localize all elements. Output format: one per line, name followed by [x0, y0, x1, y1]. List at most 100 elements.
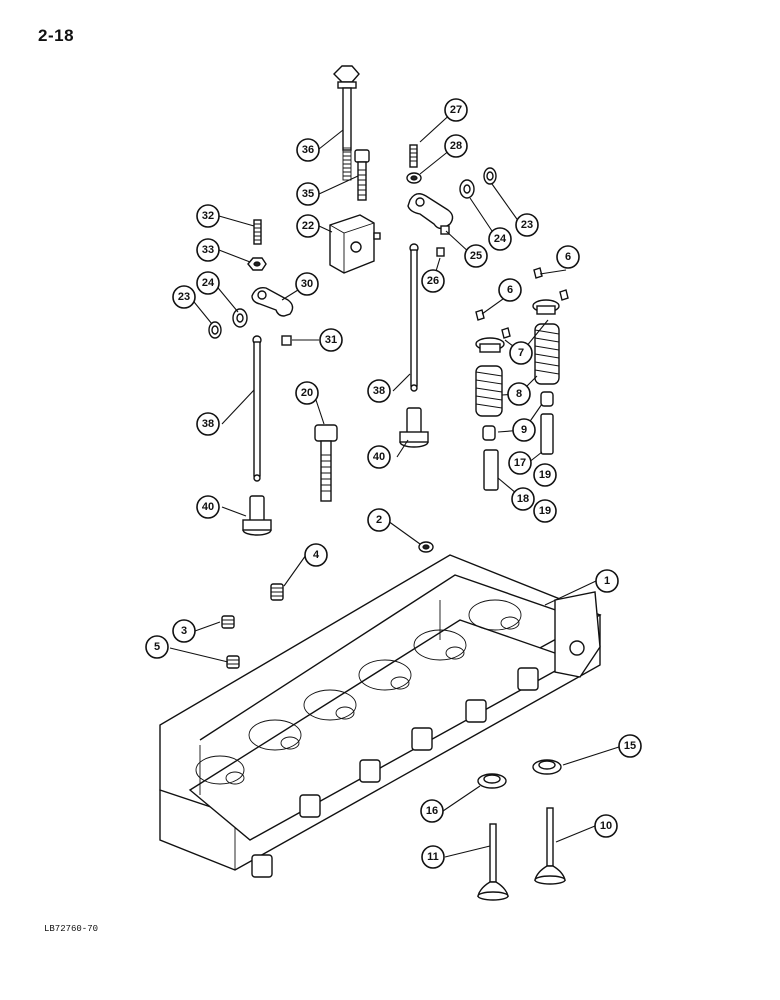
part-15-seat-insert	[532, 759, 562, 775]
part-8-valve-springs	[475, 323, 560, 417]
svg-text:40: 40	[373, 451, 385, 463]
callout-36: 36	[296, 138, 320, 162]
svg-text:17: 17	[514, 457, 526, 469]
callout-19: 19	[533, 463, 557, 487]
callout-11: 11	[421, 845, 445, 869]
callout-10: 10	[594, 814, 618, 838]
part-23-ring-left	[208, 321, 222, 339]
svg-text:15: 15	[624, 740, 636, 752]
svg-text:3: 3	[181, 625, 187, 637]
callout-1: 1	[595, 569, 619, 593]
svg-text:19: 19	[539, 505, 551, 517]
part-20-bolt	[314, 424, 338, 502]
svg-text:16: 16	[426, 805, 438, 817]
page-number: 2-18	[38, 26, 75, 45]
svg-text:25: 25	[470, 250, 482, 262]
callout-6: 6	[498, 278, 522, 302]
svg-text:33: 33	[202, 244, 214, 256]
svg-text:20: 20	[301, 387, 313, 399]
svg-text:22: 22	[302, 220, 314, 232]
part-38-push-rod-right	[409, 243, 419, 392]
svg-text:38: 38	[202, 418, 214, 430]
callout-7: 7	[509, 341, 533, 365]
svg-text:24: 24	[494, 233, 507, 245]
svg-text:40: 40	[202, 501, 214, 513]
part-9-valve-seals	[482, 391, 554, 441]
part-33-nut	[247, 257, 267, 271]
part-35-bolt	[354, 149, 370, 201]
svg-text:23: 23	[178, 291, 190, 303]
svg-text:23: 23	[521, 219, 533, 231]
callout-3: 3	[172, 619, 196, 643]
svg-text:4: 4	[313, 549, 320, 561]
svg-text:31: 31	[325, 334, 337, 346]
part-36-long-bolt	[333, 65, 360, 181]
callout-35: 35	[296, 182, 320, 206]
part-22-rocker-support	[329, 214, 381, 274]
callout-26: 26	[421, 269, 445, 293]
svg-text:27: 27	[450, 104, 462, 116]
part-32-adjusting-screw	[253, 219, 262, 245]
svg-text:24: 24	[202, 277, 215, 289]
part-2-plug	[418, 541, 434, 553]
svg-text:6: 6	[565, 251, 571, 263]
callout-18: 18	[511, 487, 535, 511]
callout-38: 38	[196, 412, 220, 436]
svg-text:38: 38	[373, 385, 385, 397]
svg-text:8: 8	[516, 388, 522, 400]
svg-text:1: 1	[604, 575, 610, 587]
callout-23: 23	[172, 285, 196, 309]
callout-8: 8	[507, 382, 531, 406]
part-18-valve-guide	[483, 449, 499, 491]
part-3-plug	[221, 615, 235, 629]
svg-text:35: 35	[302, 188, 314, 200]
svg-text:26: 26	[427, 275, 439, 287]
callout-32: 32	[196, 204, 220, 228]
svg-text:2: 2	[376, 514, 382, 526]
svg-text:7: 7	[518, 347, 524, 359]
part-10-valve	[534, 807, 566, 885]
svg-text:28: 28	[450, 140, 462, 152]
part-40-tappet-right	[399, 407, 429, 448]
callout-23: 23	[515, 213, 539, 237]
svg-text:5: 5	[154, 641, 160, 653]
part-5-plug	[226, 655, 240, 669]
callout-30: 30	[295, 272, 319, 296]
callout-17: 17	[508, 451, 532, 475]
callout-31: 31	[319, 328, 343, 352]
callout-28: 28	[444, 134, 468, 158]
part-24-washer-left	[232, 308, 248, 328]
part-16-seat-insert	[477, 773, 507, 789]
svg-text:32: 32	[202, 210, 214, 222]
svg-text:36: 36	[302, 144, 314, 156]
svg-text:6: 6	[507, 284, 513, 296]
svg-text:11: 11	[427, 851, 439, 863]
callout-24: 24	[196, 271, 220, 295]
part-38-push-rod-left	[252, 335, 262, 482]
callout-22: 22	[296, 214, 320, 238]
callout-38: 38	[367, 379, 391, 403]
callout-33: 33	[196, 238, 220, 262]
callout-40: 40	[367, 445, 391, 469]
part-25-screw	[440, 225, 450, 235]
callout-2: 2	[367, 508, 391, 532]
callout-6: 6	[556, 245, 580, 269]
svg-text:9: 9	[521, 424, 527, 436]
part-31-screw	[281, 335, 292, 346]
callout-19: 19	[533, 499, 557, 523]
callout-40: 40	[196, 495, 220, 519]
part-40-tappet-left	[242, 495, 272, 536]
callout-24: 24	[488, 227, 512, 251]
svg-text:18: 18	[517, 493, 529, 505]
svg-text:10: 10	[600, 820, 612, 832]
part-4-plug	[270, 583, 284, 601]
callout-9: 9	[512, 418, 536, 442]
part-26-screw	[436, 247, 445, 257]
svg-text:30: 30	[301, 278, 313, 290]
part-30-rocker-lever-left	[251, 286, 294, 317]
callout-27: 27	[444, 98, 468, 122]
callout-15: 15	[618, 734, 642, 758]
callout-4: 4	[304, 543, 328, 567]
callout-20: 20	[295, 381, 319, 405]
